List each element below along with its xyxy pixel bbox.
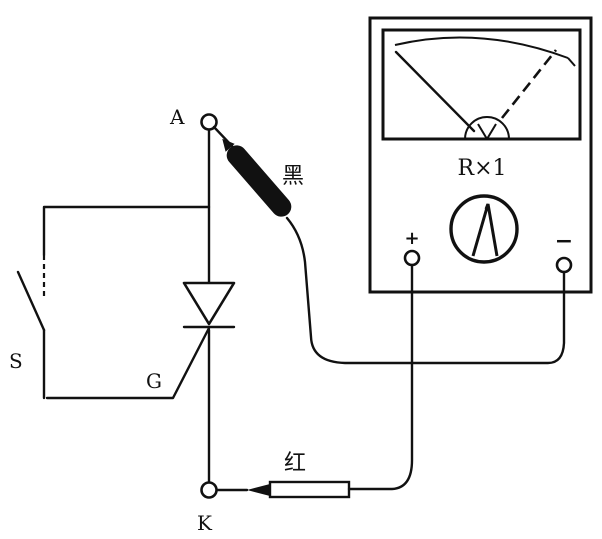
label-cathode: K (197, 511, 213, 535)
multimeter: R×1 + − (368, 16, 593, 294)
black-lead-wire (285, 216, 566, 365)
label-red: 红 (284, 451, 306, 476)
minus-sign: − (555, 228, 573, 254)
plus-sign: + (404, 228, 419, 249)
meter-needle (394, 50, 476, 133)
meter-scale-arc (394, 36, 569, 59)
switch-blade[interactable] (16, 270, 46, 332)
red-lead-wire (347, 263, 414, 491)
needle-pivot (464, 116, 510, 140)
meter-window (381, 28, 582, 141)
thyristor-circuit: A K G S (9, 105, 236, 535)
thyristor-symbol (182, 281, 236, 329)
positive-terminal[interactable] (403, 249, 421, 267)
pivot-line-right (486, 123, 497, 140)
range-label: R×1 (458, 156, 507, 181)
meter-needle-deflected (500, 49, 558, 119)
negative-terminal[interactable] (555, 256, 573, 274)
label-anode: A (169, 105, 185, 129)
red-probe[interactable]: 红 (215, 263, 414, 499)
switch-top-wire (42, 205, 211, 257)
label-gate: G (146, 369, 162, 393)
cathode-terminal[interactable] (200, 481, 218, 499)
label-black: 黑 (282, 164, 304, 189)
gate-wire (45, 326, 211, 400)
pivot-line-left (477, 123, 488, 140)
black-probe[interactable]: 黑 (212, 125, 566, 365)
range-selector-knob[interactable] (449, 194, 519, 264)
scale-end-tick (567, 57, 576, 67)
anode-terminal[interactable] (200, 113, 218, 131)
label-switch: S (9, 349, 23, 373)
